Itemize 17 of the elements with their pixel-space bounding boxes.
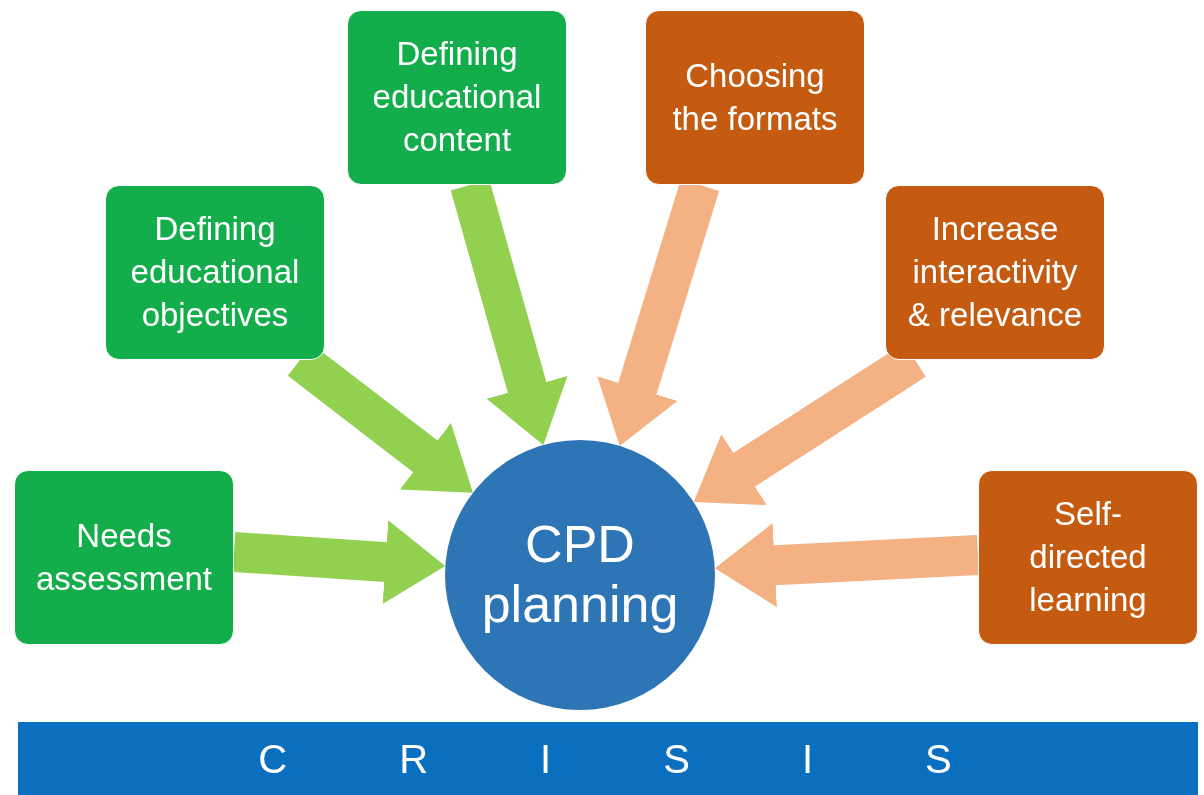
- block-arrow: [713, 523, 979, 608]
- node-label: Defining educational content: [371, 34, 543, 160]
- node-label: Needs assessment: [34, 515, 214, 599]
- node-label: Increase interactivity & relevance: [906, 209, 1084, 335]
- node-label: Choosing the formats: [671, 55, 839, 139]
- process-box: [885, 185, 1105, 360]
- banner-text: CRISIS: [257, 735, 1065, 783]
- process-box: [105, 185, 325, 360]
- banner-band: [18, 722, 1198, 795]
- block-arrow: [232, 520, 447, 604]
- process-box: [645, 10, 865, 185]
- node-label: Self-directed learning: [1028, 494, 1148, 620]
- process-box: [347, 10, 567, 185]
- process-box: [14, 470, 234, 645]
- node-label: Defining educational objectives: [129, 209, 301, 335]
- process-box: [978, 470, 1198, 645]
- node-label: CPD planning: [480, 515, 680, 635]
